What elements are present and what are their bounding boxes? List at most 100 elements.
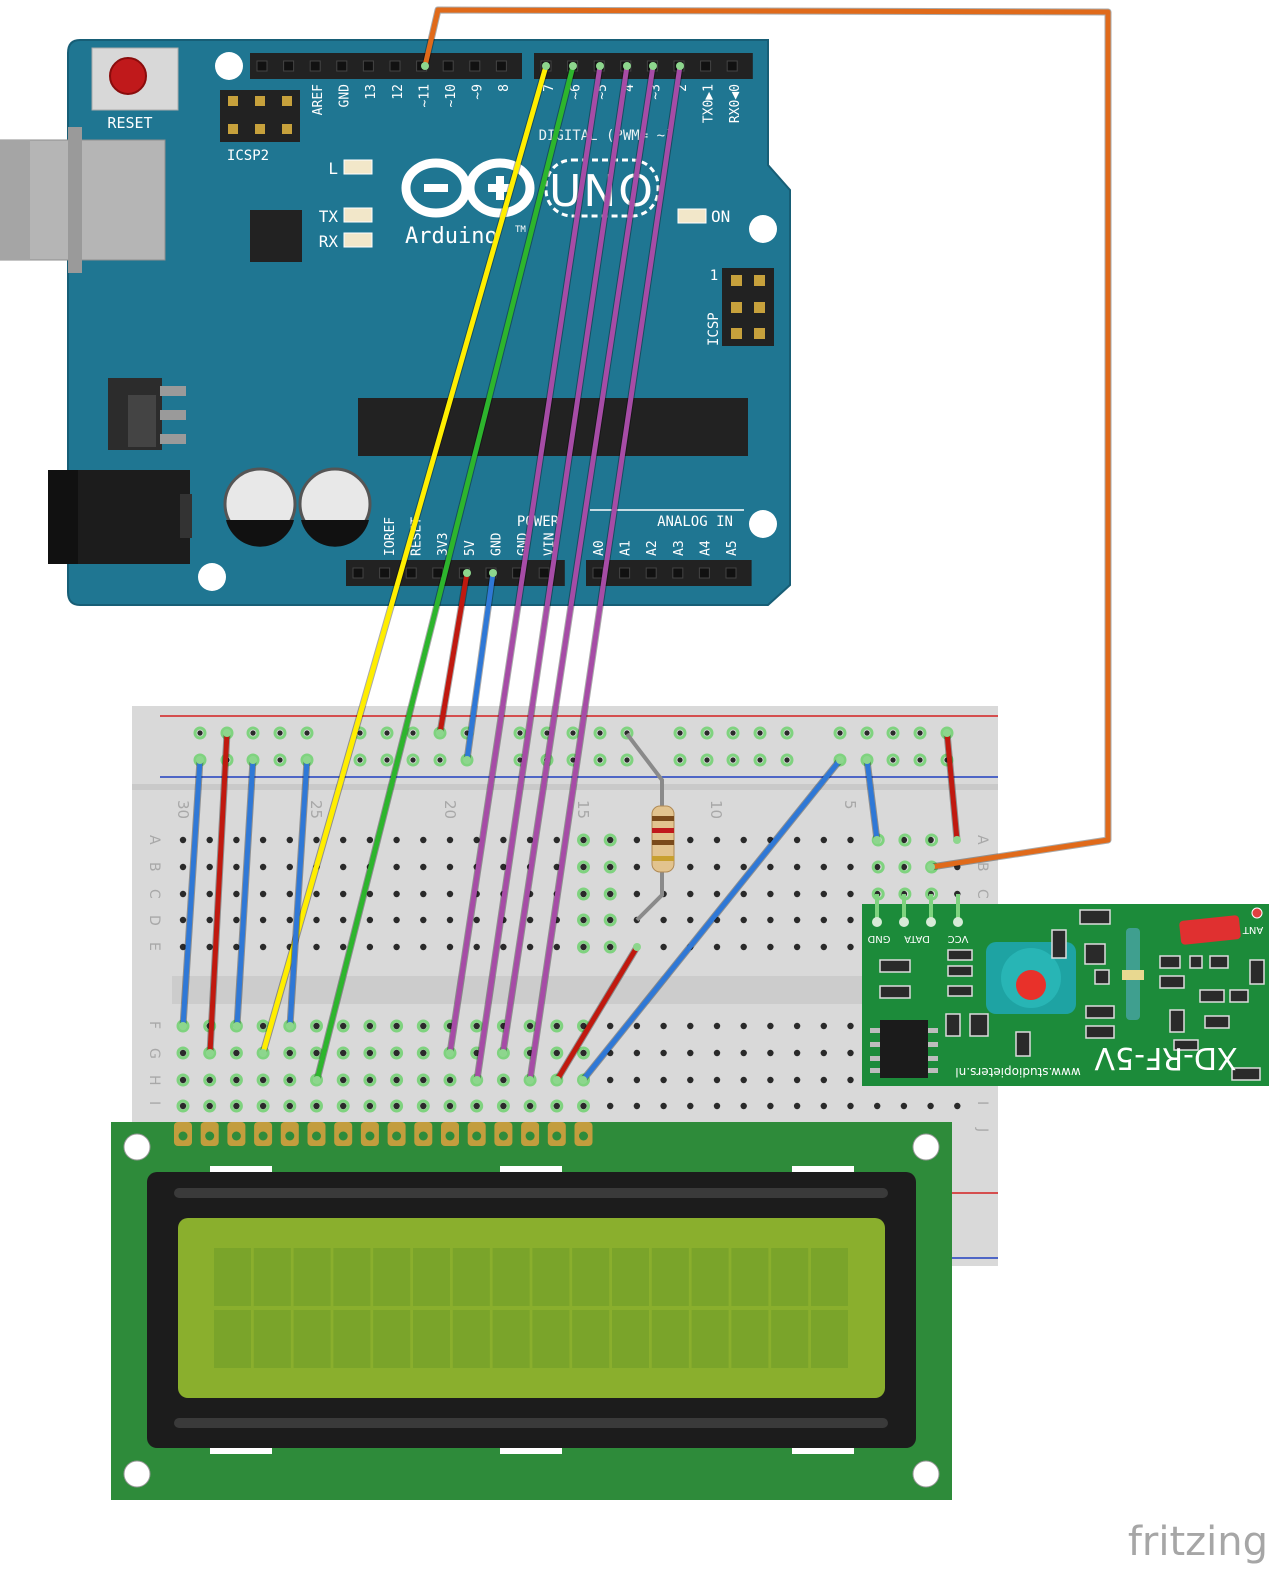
smd-component <box>1084 943 1106 965</box>
breadboard-hole <box>767 916 774 924</box>
fritzing-watermark: fritzing <box>1128 1519 1268 1565</box>
rail-hole-center <box>357 730 363 736</box>
wire-end <box>463 569 471 577</box>
smd-component <box>1085 1005 1115 1019</box>
rail-hole-center <box>410 730 416 736</box>
breadboard-hole <box>393 1049 400 1057</box>
breadboard-hole <box>793 943 801 951</box>
wire-end <box>569 62 577 70</box>
breadboard-hole <box>633 863 641 871</box>
rf-pin-label: GND <box>867 933 890 944</box>
lcd-character-cell <box>612 1310 649 1368</box>
connected-hole <box>416 1046 430 1060</box>
breadboard-hole <box>340 1102 347 1110</box>
pin-header <box>534 53 753 79</box>
resistor <box>625 732 675 922</box>
breadboard-hole <box>233 863 240 871</box>
lcd-character-cell <box>731 1248 769 1306</box>
icsp-label: ICSP <box>706 312 722 346</box>
pin-label: 4 <box>622 84 637 92</box>
breadboard-hole <box>767 890 774 898</box>
breadboard-hole <box>206 943 213 951</box>
connected-hole <box>336 1073 350 1087</box>
connected-hole <box>283 1099 297 1113</box>
header-socket <box>389 60 401 72</box>
connected-hole <box>256 1099 270 1113</box>
smd-component <box>1094 969 1110 985</box>
breadboard-hole <box>420 943 427 951</box>
lcd-character-cell <box>651 1248 689 1306</box>
rail-hole <box>246 726 260 740</box>
breadboard-hole <box>420 916 427 924</box>
rf-resistor <box>1122 970 1144 980</box>
rail-hole <box>406 726 420 740</box>
breadboard-hole <box>473 836 480 844</box>
rail-hole-center <box>890 757 896 763</box>
breadboard-hole <box>633 1022 641 1030</box>
breadboard-hole <box>259 916 267 924</box>
connected-hole <box>577 860 590 874</box>
rail-hole <box>380 753 394 767</box>
arduino-logo-icon <box>401 158 535 218</box>
breadboard-hole <box>366 943 374 951</box>
pin-label: A3 <box>672 540 687 556</box>
rail-hole-center <box>517 757 523 763</box>
breadboard-hole <box>793 1022 801 1030</box>
breadboard-hole <box>286 836 293 844</box>
lcd-pin-hole <box>312 1131 321 1141</box>
icsp-pin1-label: 1 <box>710 268 718 284</box>
rail-hole <box>513 726 527 740</box>
lcd-character-cell <box>293 1248 331 1306</box>
wire-end <box>927 863 935 871</box>
lcd-screen <box>178 1218 885 1398</box>
breadboard-hole <box>580 1102 587 1110</box>
breadboard-hole <box>847 890 854 898</box>
breadboard-hole <box>847 1102 854 1110</box>
mounting-hole <box>215 52 243 80</box>
wire-red <box>554 944 640 1083</box>
wire-end <box>473 1076 481 1084</box>
rail-hole-center <box>917 757 923 763</box>
breadboard-hole <box>687 1022 694 1030</box>
breadboard-hole <box>767 1022 774 1030</box>
lcd-pin-hole <box>579 1131 588 1141</box>
lcd-pin-hole <box>525 1131 535 1141</box>
led-on <box>677 208 707 224</box>
connected-hole <box>310 1099 323 1113</box>
rail-hole <box>780 753 794 767</box>
breadboard-hole <box>206 916 213 924</box>
rail-hole <box>753 753 767 767</box>
icsp2-header <box>220 90 300 142</box>
rail-hole <box>433 753 447 767</box>
pin-label: TX0▶1 <box>702 84 717 123</box>
breadboard-hole <box>393 863 400 871</box>
wire-end <box>233 1022 241 1030</box>
breadboard-hole <box>740 943 747 951</box>
breadboard-hole <box>687 916 694 924</box>
lcd-character-cell <box>771 1248 809 1306</box>
trademark-label: TM <box>515 225 526 235</box>
wire-end <box>313 1076 321 1084</box>
lcd-character-cell <box>492 1310 530 1368</box>
breadboard-hole <box>286 916 293 924</box>
lcd-character-cell <box>771 1310 809 1368</box>
breadboard-hole <box>500 1102 507 1110</box>
chip-small <box>250 210 302 262</box>
pin-label: 8 <box>497 84 512 92</box>
breadboard-hole <box>660 1076 667 1084</box>
breadboard-hole <box>179 863 187 871</box>
breadboard-hole <box>820 863 827 871</box>
rail-hole-center <box>677 730 683 736</box>
reset-button[interactable] <box>91 47 179 111</box>
smd-component <box>1015 1031 1031 1057</box>
lcd-character-cell <box>214 1310 251 1368</box>
wire-end <box>596 62 604 70</box>
connected-hole <box>443 1099 457 1113</box>
breadboard-hole <box>313 1102 320 1110</box>
pin-label: 5V <box>463 540 478 556</box>
lcd-pin-hole <box>285 1131 295 1141</box>
wire-end <box>206 1049 214 1057</box>
rf-pin <box>872 917 882 927</box>
lcd-pin-hole <box>365 1131 375 1141</box>
wire-blue <box>234 757 256 1029</box>
